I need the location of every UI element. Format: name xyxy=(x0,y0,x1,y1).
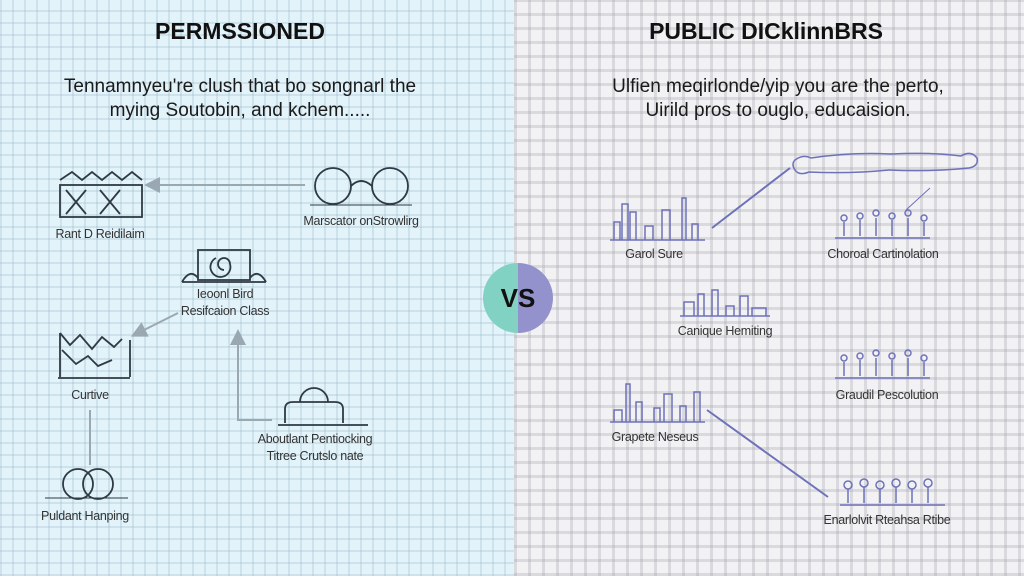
public-description: Ulfien meqirlonde/yip you are the perto,… xyxy=(612,75,944,123)
node-label: Grapete Neseus xyxy=(611,430,699,444)
rings-icon xyxy=(310,167,412,206)
chess-pieces-icon xyxy=(835,349,930,379)
node-label: Enarlolvit Rteahsa Rtibe xyxy=(823,513,951,527)
city-skyline-icon xyxy=(610,383,705,423)
thicket-icon xyxy=(58,332,131,379)
description-line: Ulfien meqirlonde/yip you are the perto, xyxy=(612,76,944,97)
permissioned-description: Tennamnyeu're clush that bo songnarl the… xyxy=(64,75,416,123)
connector-line xyxy=(706,409,829,498)
node-label: Rant D Reidilaim xyxy=(55,227,145,241)
node-label: Canique Hemiting xyxy=(677,324,773,338)
dome-icon xyxy=(278,387,368,426)
permissioned-panel xyxy=(0,0,514,576)
node-label: Curtive xyxy=(71,388,109,402)
city-skyline-icon xyxy=(680,289,770,317)
label-line: Aboutlant Pentiocking xyxy=(257,432,373,446)
fence-icon xyxy=(59,170,143,218)
public-panel xyxy=(514,0,1024,576)
connector-arrow xyxy=(130,312,179,337)
label-line: Ieoonl Bird xyxy=(196,287,254,301)
node-label: Choroal Cartinolation xyxy=(827,247,939,261)
connector-arrow xyxy=(230,329,272,421)
description-line: Uirild pros to ouglo, educaision. xyxy=(645,100,911,121)
linked-circles-icon xyxy=(45,468,128,500)
vs-badge: VS xyxy=(483,263,553,333)
public-title: PUBLIC DICklinnBRS xyxy=(649,18,883,44)
node-label: Graudil Pescolution xyxy=(835,388,939,402)
chess-pieces-icon xyxy=(840,478,945,506)
city-skyline-icon xyxy=(610,197,705,241)
connector-line xyxy=(905,187,931,211)
chess-pieces-icon xyxy=(835,209,930,239)
connector-line xyxy=(711,167,791,229)
node-label: Marscator onStrowlirg xyxy=(303,214,419,228)
node-label: Garol Sure xyxy=(625,247,683,261)
label-line: Titree Crutslo nate xyxy=(266,449,364,463)
swirl-icon xyxy=(181,249,267,283)
description-line: mying Soutobin, and kchem..... xyxy=(109,100,371,121)
label-line: Resifcaion Class xyxy=(180,304,270,318)
permissioned-title: PERMSSIONED xyxy=(155,18,325,44)
node-label: Puldant Hanping xyxy=(41,509,129,523)
bone-icon xyxy=(792,152,979,175)
description-line: Tennamnyeu're clush that bo songnarl the xyxy=(63,76,417,97)
